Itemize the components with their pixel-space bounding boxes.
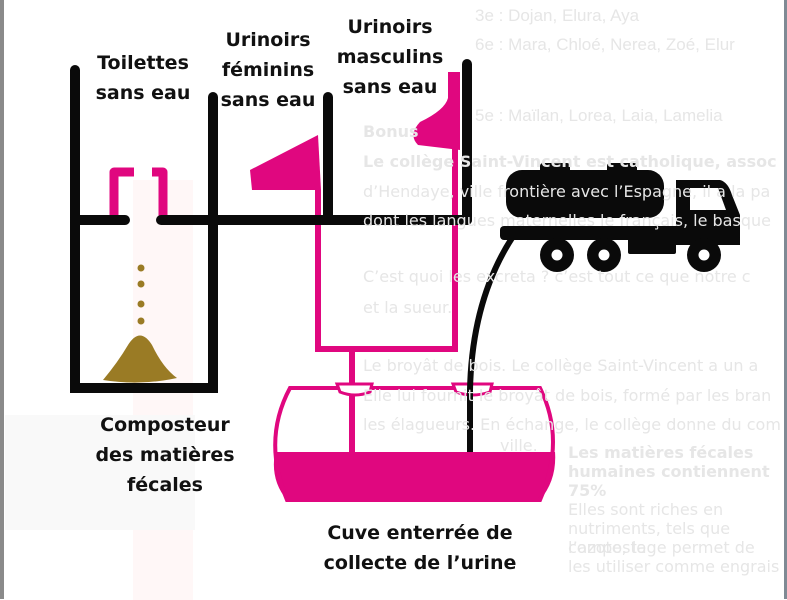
label-urine-tank: Cuve enterrée de collecte de l’urine [324, 518, 517, 578]
label-line: Cuve enterrée de [327, 522, 513, 544]
tanker-truck-icon [500, 163, 740, 272]
scrollbar-edge[interactable] [784, 0, 787, 599]
female-urinal-icon [250, 135, 321, 190]
male-urinal-icon [413, 72, 460, 150]
faded-background-photo [5, 415, 195, 530]
suction-hose [467, 236, 515, 452]
window-edge-left [0, 0, 4, 599]
toilet-seat-icon [109, 167, 168, 217]
label-line: Toilettes [97, 52, 189, 74]
urine-tank-icon [273, 382, 556, 502]
label-toilets: Toilettes sans eau [96, 48, 191, 108]
label-line: fécales [127, 474, 203, 496]
label-line: Urinoirs [225, 29, 311, 51]
label-line: Urinoirs [347, 16, 433, 38]
label-line: sans eau [342, 76, 438, 98]
label-line: féminins [221, 59, 315, 81]
label-line: collecte de l’urine [323, 552, 517, 574]
label-line: des matières [95, 444, 235, 466]
label-male-urinals: Urinoirs masculins sans eau [337, 12, 444, 102]
urine-pipes [315, 145, 458, 452]
label-line: sans eau [95, 82, 191, 104]
label-female-urinals: Urinoirs féminins sans eau [221, 25, 316, 115]
label-line: Composteur [100, 414, 230, 436]
compost-icon [103, 264, 177, 383]
label-composter: Composteur des matières fécales [95, 410, 234, 500]
label-line: sans eau [220, 89, 316, 111]
building-walls [70, 59, 472, 393]
label-line: masculins [336, 46, 444, 68]
